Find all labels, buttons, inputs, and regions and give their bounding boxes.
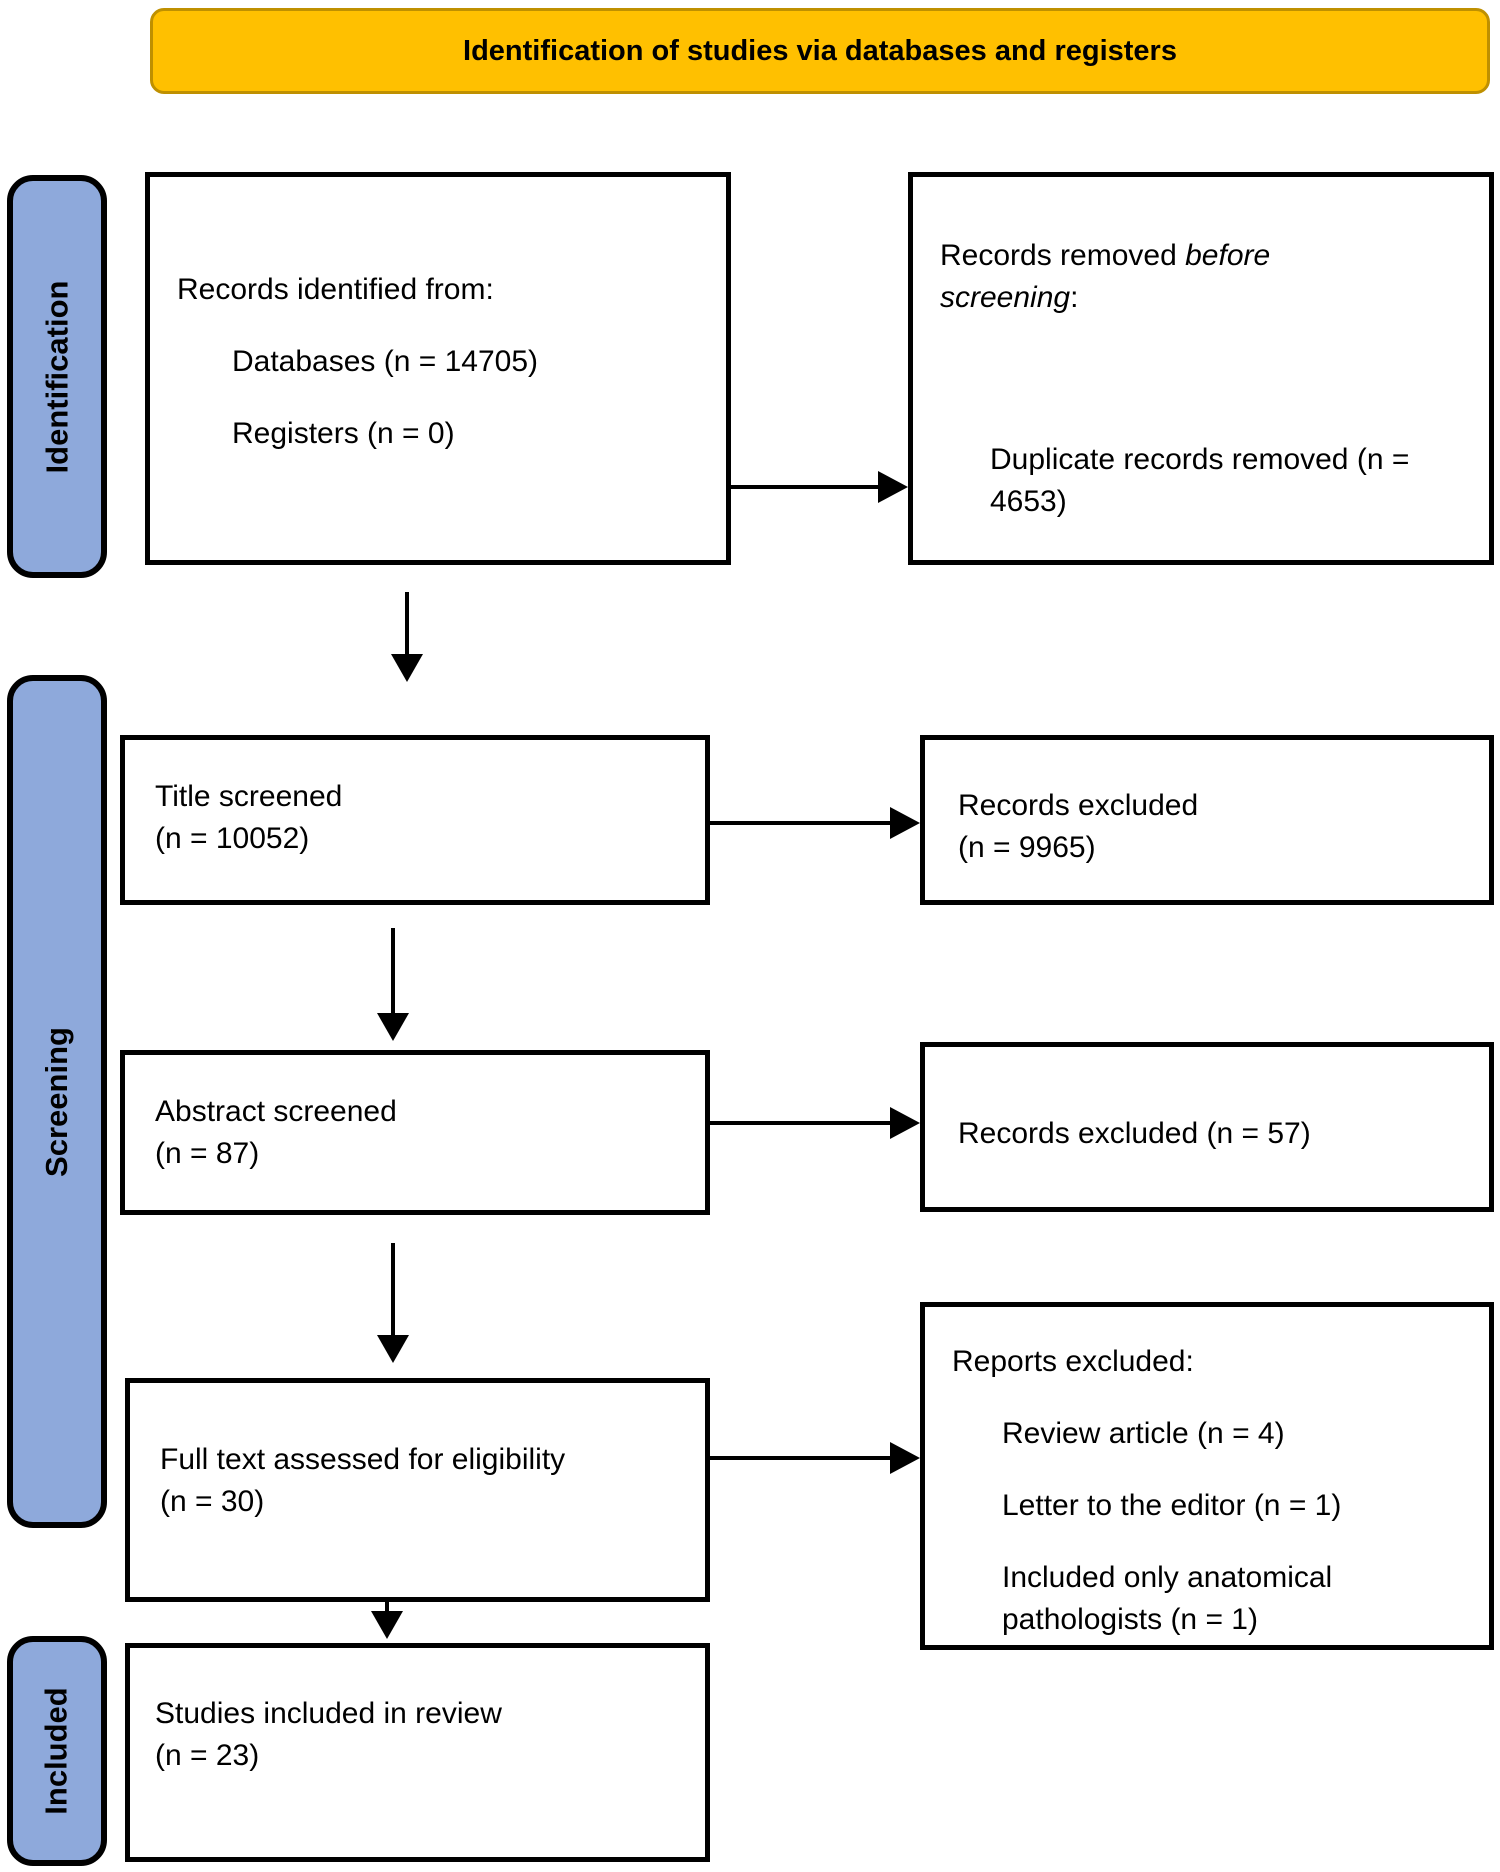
box-title-screened: Title screened (n = 10052): [120, 735, 710, 905]
box-records-excluded-abstract: Records excluded (n = 57): [920, 1042, 1494, 1212]
records-identified-databases: Databases (n = 14705): [232, 345, 539, 378]
arrow-identified-to-removed-head-icon: [878, 471, 908, 503]
reports-excluded-item-letter: Letter to the editor (n = 1): [1002, 1489, 1342, 1522]
title-screened-line2: (n = 10052): [155, 822, 310, 855]
box-records-excluded-title: Records excluded (n = 9965): [920, 735, 1494, 905]
reports-excluded-heading: Reports excluded:: [952, 1345, 1194, 1378]
reports-excluded-item-review: Review article (n = 4): [1002, 1417, 1285, 1450]
arrow-fulltext-to-reports-line: [710, 1456, 890, 1460]
arrow-title-to-abstract-line: [391, 928, 395, 1013]
arrow-title-to-excluded-line: [710, 821, 890, 825]
box-abstract-screened: Abstract screened (n = 87): [120, 1050, 710, 1215]
studies-included-line1: Studies included in review: [155, 1697, 502, 1730]
box-reports-excluded: Reports excluded: Review article (n = 4)…: [920, 1302, 1494, 1650]
arrow-title-to-excluded-head-icon: [890, 807, 920, 839]
records-removed-duplicates: Duplicate records removed (n = 4653): [990, 443, 1410, 518]
abstract-screened-line1: Abstract screened: [155, 1095, 397, 1128]
banner-title: Identification of studies via databases …: [463, 34, 1177, 67]
stage-included: Included: [7, 1636, 107, 1866]
stage-screening: Screening: [7, 675, 107, 1528]
arrow-title-to-abstract-head-icon: [377, 1013, 409, 1041]
full-text-line1: Full text assessed for eligibility: [160, 1443, 566, 1476]
abstract-screened-line2: (n = 87): [155, 1137, 260, 1170]
stage-identification: Identification: [7, 175, 107, 578]
records-removed-heading-suffix: :: [1070, 281, 1079, 314]
banner: Identification of studies via databases …: [150, 8, 1490, 94]
stage-identification-label: Identification: [39, 280, 75, 473]
records-excluded-title-line2: (n = 9965): [958, 831, 1096, 864]
records-identified-heading: Records identified from:: [177, 273, 494, 306]
records-excluded-title-line1: Records excluded: [958, 789, 1199, 822]
stage-screening-label: Screening: [39, 1026, 75, 1177]
records-removed-heading: Records removed before screening:: [940, 235, 1405, 319]
box-studies-included: Studies included in review (n = 23): [125, 1643, 710, 1862]
reports-excluded-item-anatomical: Included only anatomical pathologists (n…: [1002, 1561, 1333, 1636]
stage-included-label: Included: [39, 1687, 75, 1815]
arrow-identified-to-title-line: [405, 592, 409, 654]
records-excluded-abstract-line1: Records excluded (n = 57): [958, 1117, 1311, 1150]
arrow-identified-to-title-head-icon: [391, 654, 423, 682]
arrow-abstract-to-fulltext-head-icon: [377, 1335, 409, 1363]
box-records-removed: Records removed before screening: Duplic…: [908, 172, 1494, 565]
title-screened-line1: Title screened: [155, 780, 343, 813]
arrow-fulltext-to-studies-head-icon: [371, 1611, 403, 1639]
arrow-fulltext-to-studies-line: [385, 1602, 389, 1614]
arrow-abstract-to-excluded-line: [710, 1121, 890, 1125]
full-text-line2: (n = 30): [160, 1485, 265, 1518]
arrow-abstract-to-excluded-head-icon: [890, 1107, 920, 1139]
box-records-identified: Records identified from: Databases (n = …: [145, 172, 731, 565]
arrow-fulltext-to-reports-head-icon: [890, 1442, 920, 1474]
arrow-identified-to-removed-line: [730, 485, 878, 489]
records-removed-heading-prefix: Records removed: [940, 239, 1186, 272]
studies-included-line2: (n = 23): [155, 1739, 260, 1772]
records-identified-registers: Registers (n = 0): [232, 417, 455, 450]
records-removed-heading-italic: before screening: [940, 239, 1271, 314]
box-full-text-assessed: Full text assessed for eligibility (n = …: [125, 1378, 710, 1602]
arrow-abstract-to-fulltext-line: [391, 1243, 395, 1335]
